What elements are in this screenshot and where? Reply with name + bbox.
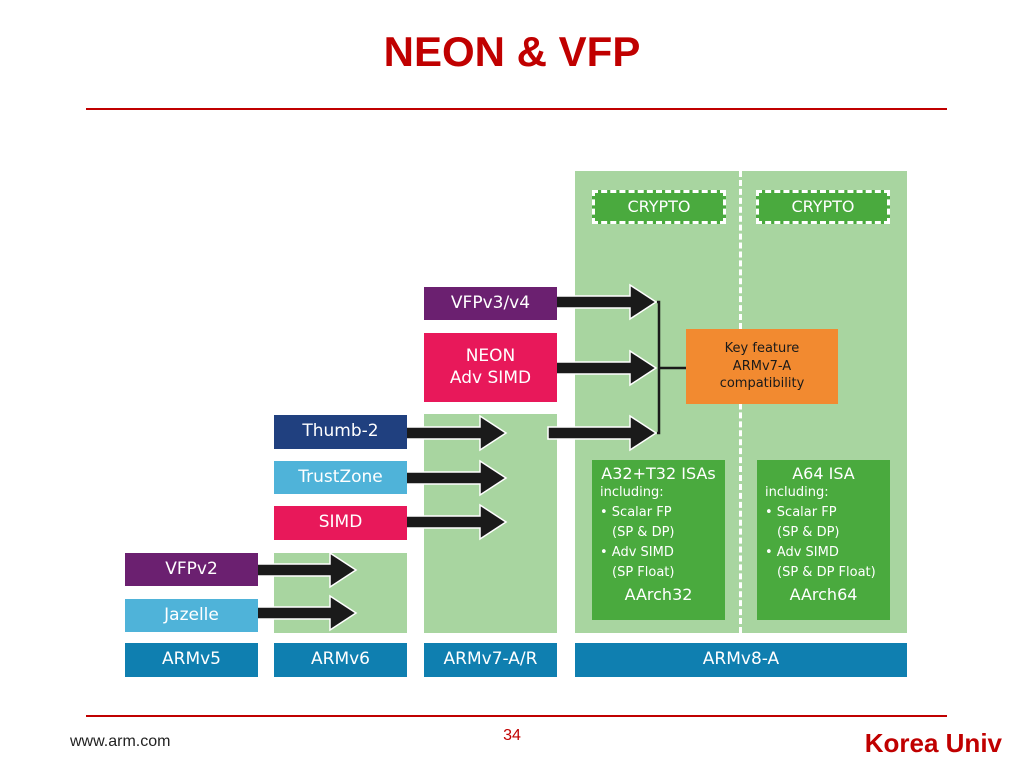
key-feature-box: Key feature ARMv7-A compatibility (686, 329, 838, 404)
arrow-jazelle (246, 594, 358, 632)
aarch64-isa-box: A64 ISA including: • Scalar FP (SP & DP)… (757, 460, 890, 620)
title-divider (86, 108, 947, 110)
footer-url: www.arm.com (70, 733, 171, 750)
aarch64-line: including: (765, 485, 829, 500)
arrow-vfpv2 (246, 551, 358, 589)
adv-simd-label: Adv SIMD (449, 367, 532, 388)
arch-label-armv6: ARMv6 (274, 643, 407, 677)
simd-box: SIMD (274, 506, 407, 540)
neon-label: NEON (465, 346, 516, 367)
vfpv3-box: VFPv3/v4 (424, 287, 557, 320)
key-feature-bracket (657, 300, 686, 435)
slide-title: NEON & VFP (383, 28, 641, 75)
aarch32-line: including: (600, 485, 664, 500)
arrow-thumb2 (397, 414, 508, 452)
page-number: 34 (503, 727, 521, 744)
aarch32-heading: A32+T32 ISAs (601, 464, 716, 483)
aarch32-line: (SP Float) (612, 565, 675, 580)
neon-box: NEON Adv SIMD (424, 333, 557, 402)
arrow-trustzone (397, 459, 508, 497)
arch-label-armv5: ARMv5 (125, 643, 258, 677)
key-feature-line-2: ARMv7-A (732, 358, 792, 374)
aarch64-heading: A64 ISA (792, 464, 855, 483)
trustzone-box: TrustZone (274, 461, 407, 494)
aarch32-isa-box: A32+T32 ISAs including: • Scalar FP (SP … (592, 460, 725, 620)
aarch64-line: • Scalar FP (765, 505, 837, 520)
aarch64-line: • Adv SIMD (765, 545, 839, 560)
aarch64-line: (SP & DP Float) (777, 565, 876, 580)
key-feature-line-3: compatibility (719, 376, 805, 392)
arch-label-armv8: ARMv8-A (575, 643, 907, 677)
arch-label-armv7: ARMv7-A/R (424, 643, 557, 677)
crypto-box-aarch64: CRYPTO (756, 190, 890, 224)
aarch32-line: • Adv SIMD (600, 545, 674, 560)
crypto-box-aarch32: CRYPTO (592, 190, 726, 224)
aarch32-footer: AArch32 (624, 585, 693, 604)
arrow-simd (397, 503, 508, 541)
footer-divider (86, 715, 947, 717)
aarch32-line: (SP & DP) (612, 525, 675, 540)
arrow-armv7-features (547, 414, 658, 452)
key-feature-line-1: Key feature (724, 341, 800, 357)
brand-logo-text: Korea Univ (864, 728, 1002, 758)
aarch32-line: • Scalar FP (600, 505, 672, 520)
jazelle-box: Jazelle (125, 599, 258, 632)
vfpv2-box: VFPv2 (125, 553, 258, 586)
aarch64-footer: AArch64 (789, 585, 858, 604)
aarch64-line: (SP & DP) (777, 525, 840, 540)
arrow-neon (547, 349, 658, 387)
arrow-vfpv3 (547, 283, 658, 321)
thumb2-box: Thumb-2 (274, 415, 407, 449)
